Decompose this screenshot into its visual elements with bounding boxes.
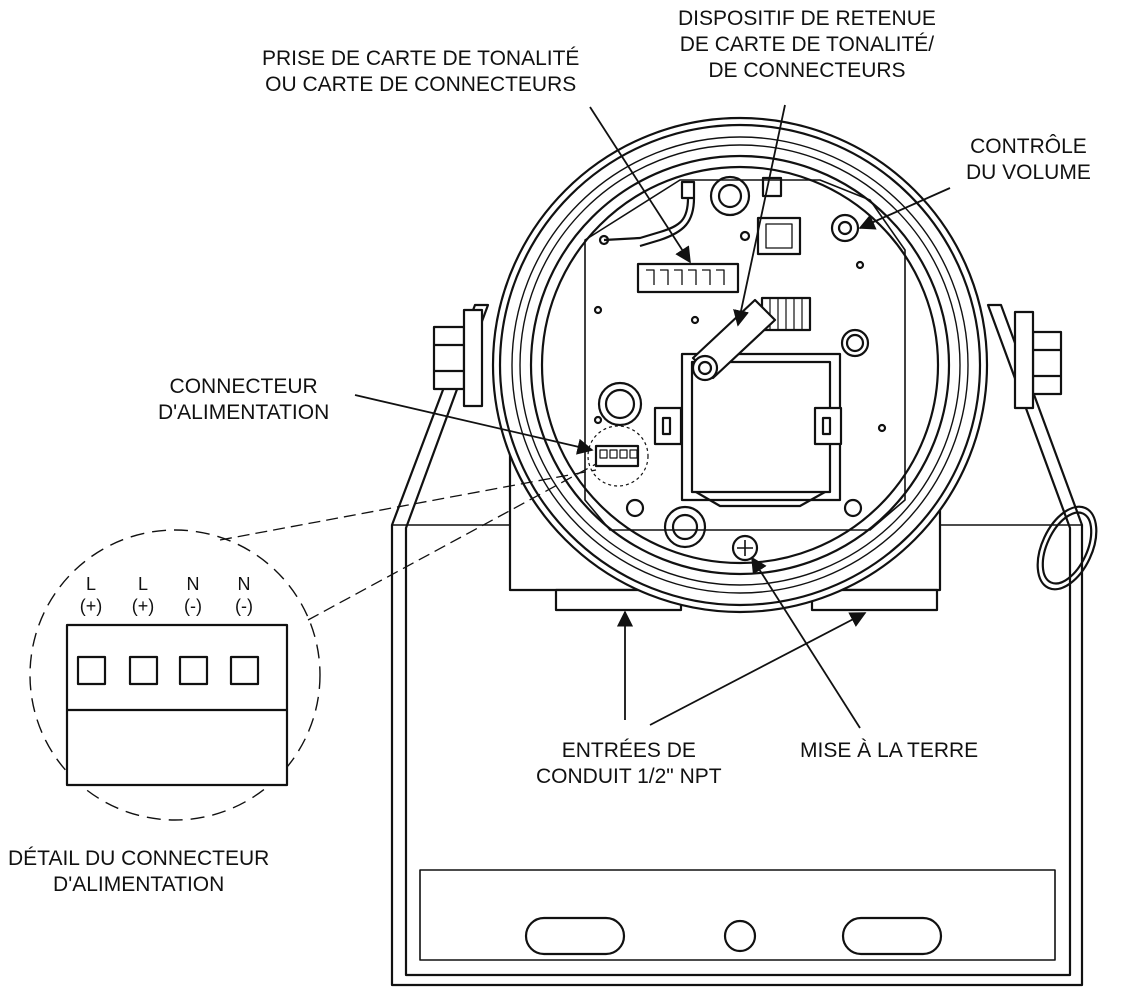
side-bolt-right [1013, 310, 1063, 410]
terminal-3: N (-) [173, 573, 213, 617]
tone-card [653, 352, 843, 508]
ground-screw [731, 534, 759, 562]
leader-lines [219, 104, 951, 729]
terminal-letter: L [85, 574, 96, 594]
terminal-polarity: (+) [131, 596, 155, 616]
terminal-polarity: (-) [235, 596, 253, 616]
circuit-board [584, 175, 906, 549]
terminal-polarity: (+) [79, 596, 103, 616]
terminal-1: L (+) [71, 573, 111, 617]
terminal-letter: N [237, 574, 251, 594]
terminal-4: N (-) [224, 573, 264, 617]
lanyard-ring [1036, 505, 1098, 591]
connector-detail [29, 529, 321, 821]
terminal-2: L (+) [123, 573, 163, 617]
terminal-polarity: (-) [184, 596, 202, 616]
label-ground: MISE À LA TERRE [800, 739, 979, 762]
terminal-letter: L [137, 574, 148, 594]
side-bolt-left [432, 308, 484, 408]
terminal-letter: N [186, 574, 200, 594]
power-connector-board [587, 425, 649, 487]
